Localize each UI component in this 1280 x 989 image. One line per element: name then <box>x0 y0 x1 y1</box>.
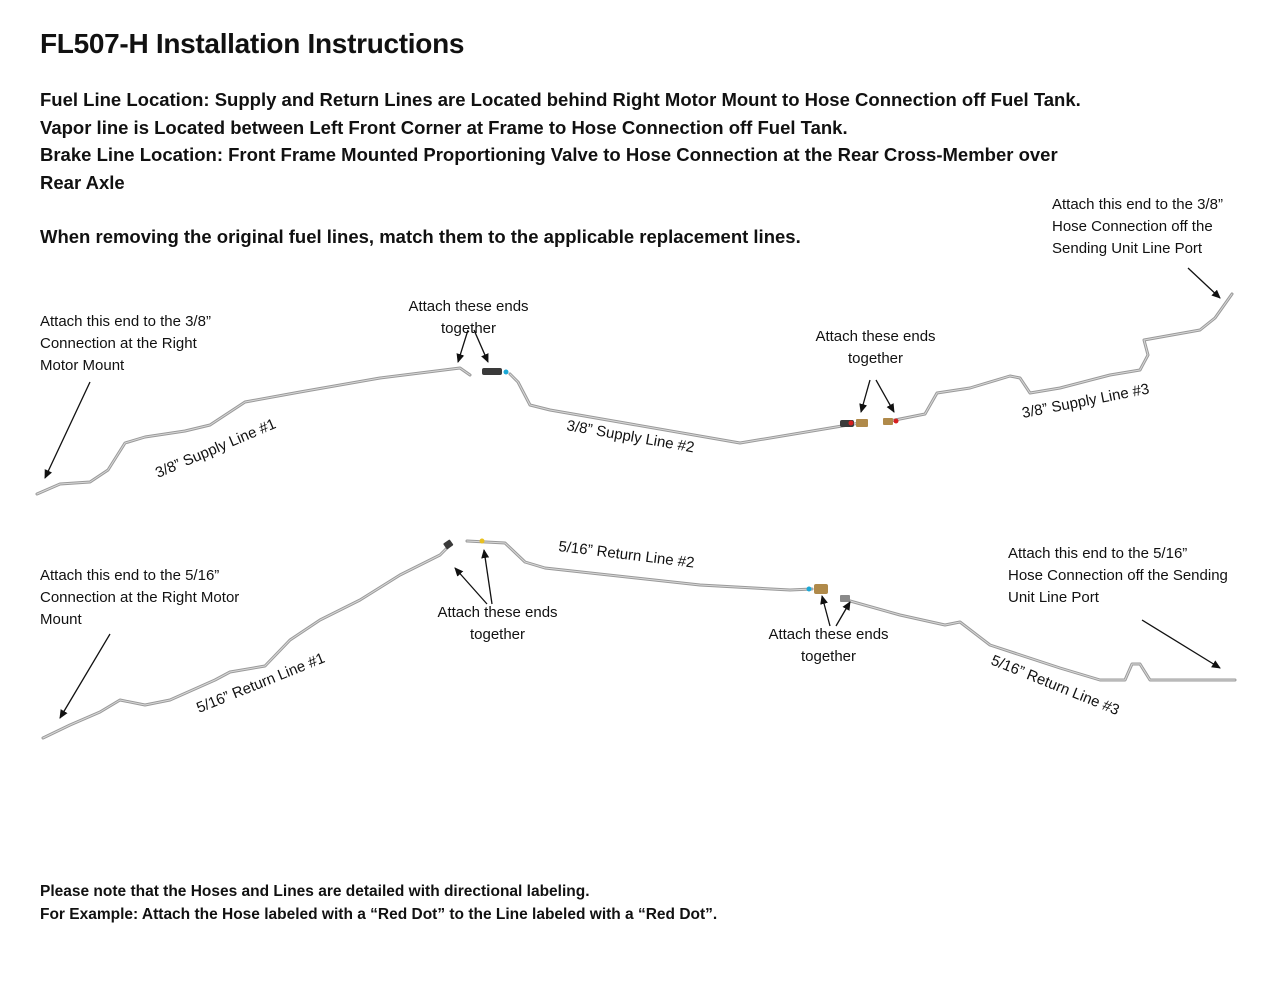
note-line: Hose Connection off the Sending <box>1008 567 1228 584</box>
page-title: FL507-H Installation Instructions <box>40 28 465 59</box>
red-dot-marker <box>848 420 854 426</box>
arrow-return-join-1b <box>481 549 493 605</box>
arrow-return-join-1a <box>454 567 488 605</box>
return-line-1-tube <box>41 539 454 740</box>
tube-highlight <box>884 293 1233 423</box>
note-supply-join-2: Attach these ends together <box>803 326 948 370</box>
cyan-dot-marker <box>806 586 812 592</box>
brake-line-location: Brake Line Location: Front Frame Mounted… <box>40 144 1058 165</box>
note-line: Hose Connection off the <box>1052 218 1213 235</box>
arrow-supply-end <box>1187 267 1221 299</box>
supply-2-nut <box>856 419 868 427</box>
note-line: Connection at the Right <box>40 335 197 352</box>
tube-highlight <box>36 367 471 495</box>
supply-line-2-tube <box>482 368 868 445</box>
match-instruction: When removing the original fuel lines, m… <box>40 226 801 247</box>
note-line: Attach these ends <box>437 604 558 621</box>
note-line: Unit Line Port <box>1008 589 1099 606</box>
supply-line-3-tube <box>883 292 1234 425</box>
note-line: Connection at the Right Motor <box>40 589 240 606</box>
note-line: Attach these ends <box>815 328 936 345</box>
supply-line-3-label: 3/8” Supply Line #3 <box>1021 381 1151 422</box>
note-line: together <box>440 320 497 337</box>
return-2-nut <box>814 584 828 594</box>
footer-line-2: For Example: Attach the Hose labeled wit… <box>40 906 718 923</box>
note-line: Attach this end to the 5/16” <box>1008 545 1188 562</box>
yellow-dot-marker <box>479 538 485 544</box>
return-line-2-label: 5/16” Return Line #2 <box>558 538 696 572</box>
note-line: Attach this end to the 3/8” <box>1052 196 1223 213</box>
return-line-3-label: 5/16” Return Line #3 <box>989 652 1122 719</box>
return-3-fitting <box>840 595 850 602</box>
note-line: Attach these ends <box>768 626 889 643</box>
note-supply-end: Attach this end to the 3/8” Hose Connect… <box>1052 194 1223 260</box>
location-description: Fuel Line Location: Supply and Return Li… <box>40 86 1081 196</box>
tube-highlight <box>466 540 813 591</box>
note-line: together <box>469 626 526 643</box>
brake-line-location-cont: Rear Axle <box>40 171 125 193</box>
note-line: Sending Unit Line Port <box>1052 240 1203 257</box>
tube-highlight <box>509 373 861 444</box>
footer-note: Please note that the Hoses and Lines are… <box>40 880 717 926</box>
arrow-return-join-2b <box>835 601 851 627</box>
tube-highlight <box>842 598 1236 681</box>
red-dot-marker <box>893 418 899 424</box>
supply-line-1-tube <box>35 366 472 496</box>
note-supply-join-1: Attach these ends together <box>396 296 541 340</box>
arrow-supply-join-2a <box>859 379 871 413</box>
arrow-supply-join-2b <box>875 379 895 413</box>
cyan-dot-marker <box>503 369 509 375</box>
vapor-line-location: Vapor line is Located between Left Front… <box>40 116 848 138</box>
note-return-join-2: Attach these ends together <box>756 624 901 668</box>
return-line-1-label: 5/16” Return Line #1 <box>194 650 327 717</box>
note-return-join-1: Attach these ends together <box>425 602 570 646</box>
supply-line-1-label: 3/8” Supply Line #1 <box>153 416 279 482</box>
note-line: Motor Mount <box>40 357 125 374</box>
arrow-return-end <box>1141 619 1221 669</box>
arrow-supply-join-1a <box>456 329 469 363</box>
fuel-line-location: Fuel Line Location: Supply and Return Li… <box>40 89 1081 110</box>
note-line: Attach this end to the 3/8” <box>40 313 211 330</box>
note-line: Mount <box>40 611 82 628</box>
supply-3-nut <box>883 418 893 425</box>
tube-highlight <box>42 544 451 739</box>
return-line-3-tube <box>840 595 1237 682</box>
note-line: Attach these ends <box>408 298 529 315</box>
supply-2-fitting-start <box>482 368 502 375</box>
footer-line-1: Please note that the Hoses and Lines are… <box>40 883 590 900</box>
note-return-end: Attach this end to the 5/16” Hose Connec… <box>1008 543 1228 609</box>
note-line: Attach this end to the 5/16” <box>40 567 220 584</box>
note-line: together <box>800 648 857 665</box>
arrow-supply-join-1b <box>473 329 489 363</box>
note-line: together <box>847 350 904 367</box>
note-supply-start: Attach this end to the 3/8” Connection a… <box>40 311 211 377</box>
return-line-2-tube <box>465 538 828 594</box>
arrow-return-start <box>59 633 111 719</box>
arrow-return-join-2a <box>820 595 831 627</box>
note-return-start: Attach this end to the 5/16” Connection … <box>40 565 239 631</box>
arrow-supply-start <box>44 381 91 479</box>
return-1-fitting <box>443 539 454 550</box>
